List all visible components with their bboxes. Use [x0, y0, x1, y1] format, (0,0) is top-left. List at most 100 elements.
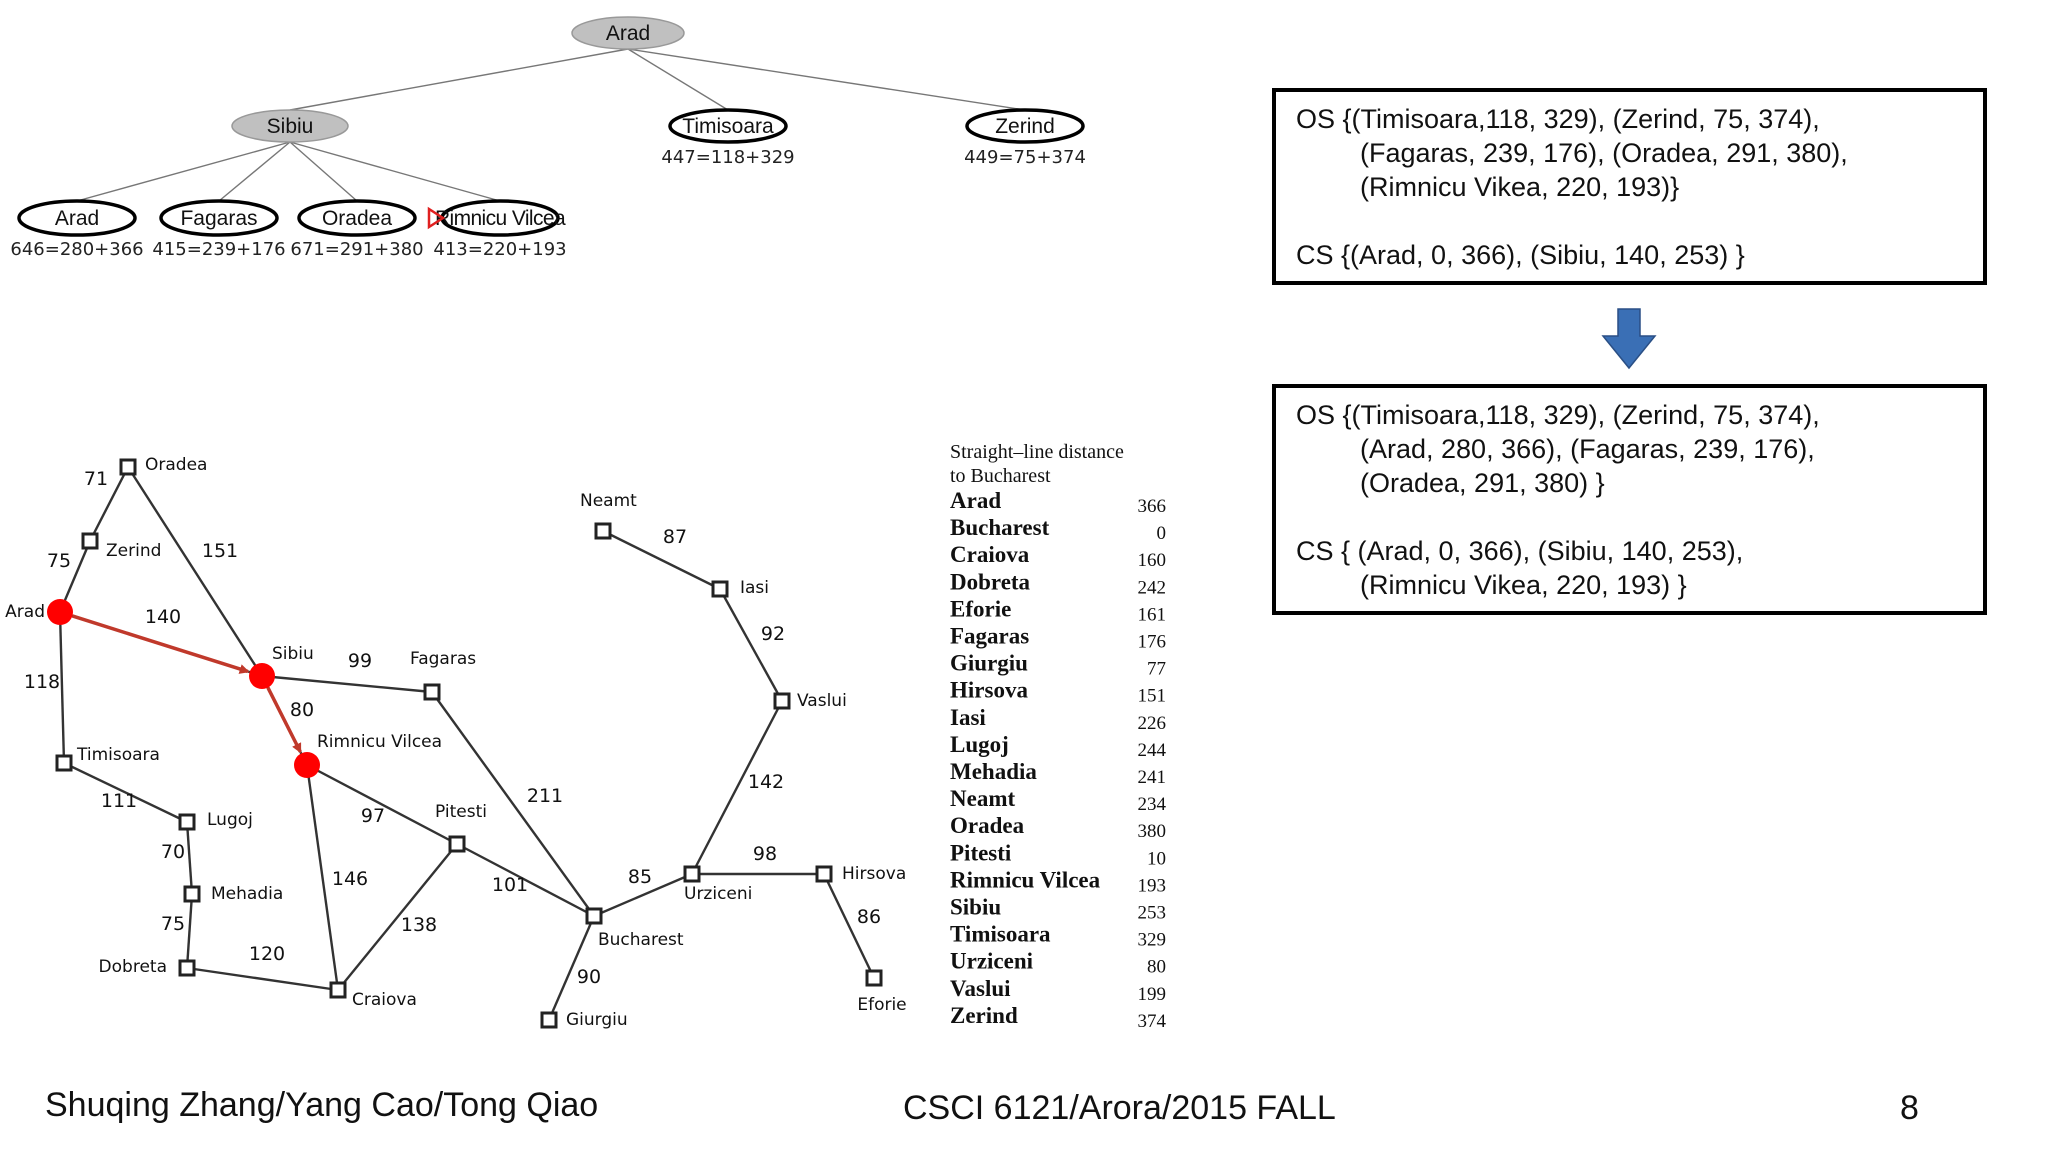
- road-distance: 120: [249, 943, 285, 965]
- road: [593, 872, 693, 918]
- tree-node-label: Fagaras: [180, 207, 257, 230]
- tree-node: [17, 199, 137, 237]
- tree-edge: [289, 48, 629, 111]
- cs-line: CS {(Arad, 0, 366), (Sibiu, 140, 253) }: [1296, 240, 1745, 270]
- sld-city: Hirsova: [950, 678, 1028, 703]
- tree-node: [297, 199, 417, 237]
- tree-node-fvalue: 447=118+329: [661, 147, 794, 168]
- tree-node: [571, 16, 685, 50]
- city-label: Iasi: [740, 578, 769, 598]
- road: [431, 691, 595, 917]
- road-distance: 151: [202, 540, 238, 562]
- road-distance: 118: [24, 671, 60, 693]
- road-distance: 70: [161, 841, 185, 863]
- tree-node-fvalue: 646=280+366: [10, 239, 143, 260]
- road-distance: 75: [47, 550, 71, 572]
- sld-city: Rimnicu Vilcea: [950, 867, 1101, 892]
- cs-line: CS { (Arad, 0, 366), (Sibiu, 140, 253),: [1296, 536, 1744, 566]
- tree-edge: [627, 48, 729, 111]
- city-marker: [55, 754, 73, 772]
- city-label: Dobreta: [99, 957, 167, 977]
- road-distance: 85: [628, 866, 652, 888]
- os-line: (Oradea, 291, 380) }: [1360, 468, 1605, 498]
- city-label: Oradea: [145, 455, 207, 475]
- tree-node-fvalue: 415=239+176: [152, 239, 285, 260]
- city-label: Craiova: [352, 990, 417, 1010]
- tree-node-label: Sibiu: [267, 115, 314, 138]
- road-distance: 87: [663, 526, 687, 548]
- tree-node: [965, 108, 1085, 144]
- tree-node: [159, 199, 279, 237]
- sld-value: 329: [1138, 930, 1167, 951]
- sld-city: Zerind: [950, 1003, 1018, 1028]
- sld-value: 0: [1157, 523, 1167, 544]
- open-closed-sets-after: OS {(Timisoara,118, 329), (Zerind, 75, 3…: [1272, 384, 1987, 615]
- sld-city: Bucharest: [950, 515, 1050, 540]
- city-label: Urziceni: [684, 884, 752, 904]
- city-marker: [815, 865, 833, 883]
- sld-value: 234: [1138, 794, 1167, 815]
- sld-city: Lugoj: [950, 732, 1009, 757]
- city-marker: [585, 907, 603, 925]
- sld-value: 244: [1138, 740, 1167, 761]
- road: [88, 466, 130, 542]
- sld-city: Arad: [950, 488, 1001, 513]
- sld-city: Fagaras: [950, 624, 1029, 649]
- path-node: [249, 663, 275, 689]
- road: [261, 674, 433, 694]
- sld-city: Iasi: [950, 705, 986, 730]
- road: [822, 873, 876, 979]
- open-closed-sets-before: OS {(Timisoara,118, 329), (Zerind, 75, 3…: [1272, 88, 1987, 285]
- road: [305, 764, 340, 991]
- down-arrow-shape: [1601, 308, 1657, 370]
- city-marker: [178, 813, 196, 831]
- sld-value: 380: [1138, 821, 1167, 842]
- tree-node: [668, 108, 788, 144]
- city-label: Fagaras: [410, 649, 476, 669]
- tree-edge: [289, 141, 358, 202]
- city-label: Rimnicu Vilcea: [317, 732, 442, 752]
- road-distance: 71: [84, 468, 108, 490]
- road-distance: 99: [348, 650, 372, 672]
- sld-city: Pitesti: [950, 840, 1012, 865]
- sld-city: Giurgiu: [950, 651, 1028, 676]
- city-marker: [81, 532, 99, 550]
- road-distance: 92: [761, 623, 785, 645]
- path-node: [294, 752, 320, 778]
- tree-node-label: Zerind: [995, 115, 1055, 138]
- city-marker: [594, 522, 612, 540]
- tree-node-label: Arad: [606, 22, 650, 45]
- road: [547, 915, 596, 1021]
- city-label: Vaslui: [797, 691, 847, 711]
- footer-authors: Shuqing Zhang/Yang Cao/Tong Qiao: [45, 1086, 599, 1124]
- tree-node: [231, 109, 349, 143]
- sld-city: Craiova: [950, 542, 1030, 567]
- sld-value: 199: [1138, 984, 1167, 1005]
- sld-value: 161: [1138, 604, 1167, 625]
- city-label: Bucharest: [598, 930, 684, 950]
- os-line: (Fagaras, 239, 176), (Oradea, 291, 380),: [1360, 138, 1848, 168]
- city-label: Zerind: [106, 541, 161, 561]
- os-line: OS {(Timisoara,118, 329), (Zerind, 75, 3…: [1296, 104, 1820, 134]
- road: [690, 700, 784, 875]
- road: [456, 842, 595, 918]
- tree-edge: [76, 141, 291, 202]
- sld-city: Oradea: [950, 813, 1025, 838]
- straight-line-distance-table: Straight–line distance to Bucharest Arad…: [950, 441, 1167, 1032]
- road: [337, 843, 458, 991]
- os-line: OS {(Timisoara,118, 329), (Zerind, 75, 3…: [1296, 400, 1820, 430]
- selection-marker-icon: [427, 206, 446, 230]
- road-distance: 90: [577, 966, 601, 988]
- city-marker: [540, 1011, 558, 1029]
- sld-heading-line-2: to Bucharest: [950, 465, 1051, 487]
- sld-value: 160: [1138, 550, 1167, 571]
- sld-heading-line-1: Straight–line distance: [950, 441, 1124, 463]
- city-label: Mehadia: [211, 884, 283, 904]
- path-arrow: [71, 614, 250, 674]
- sld-value: 253: [1138, 903, 1167, 924]
- road-distance: 111: [101, 790, 137, 812]
- tree-node-fvalue: 413=220+193: [433, 239, 566, 260]
- road: [58, 611, 66, 764]
